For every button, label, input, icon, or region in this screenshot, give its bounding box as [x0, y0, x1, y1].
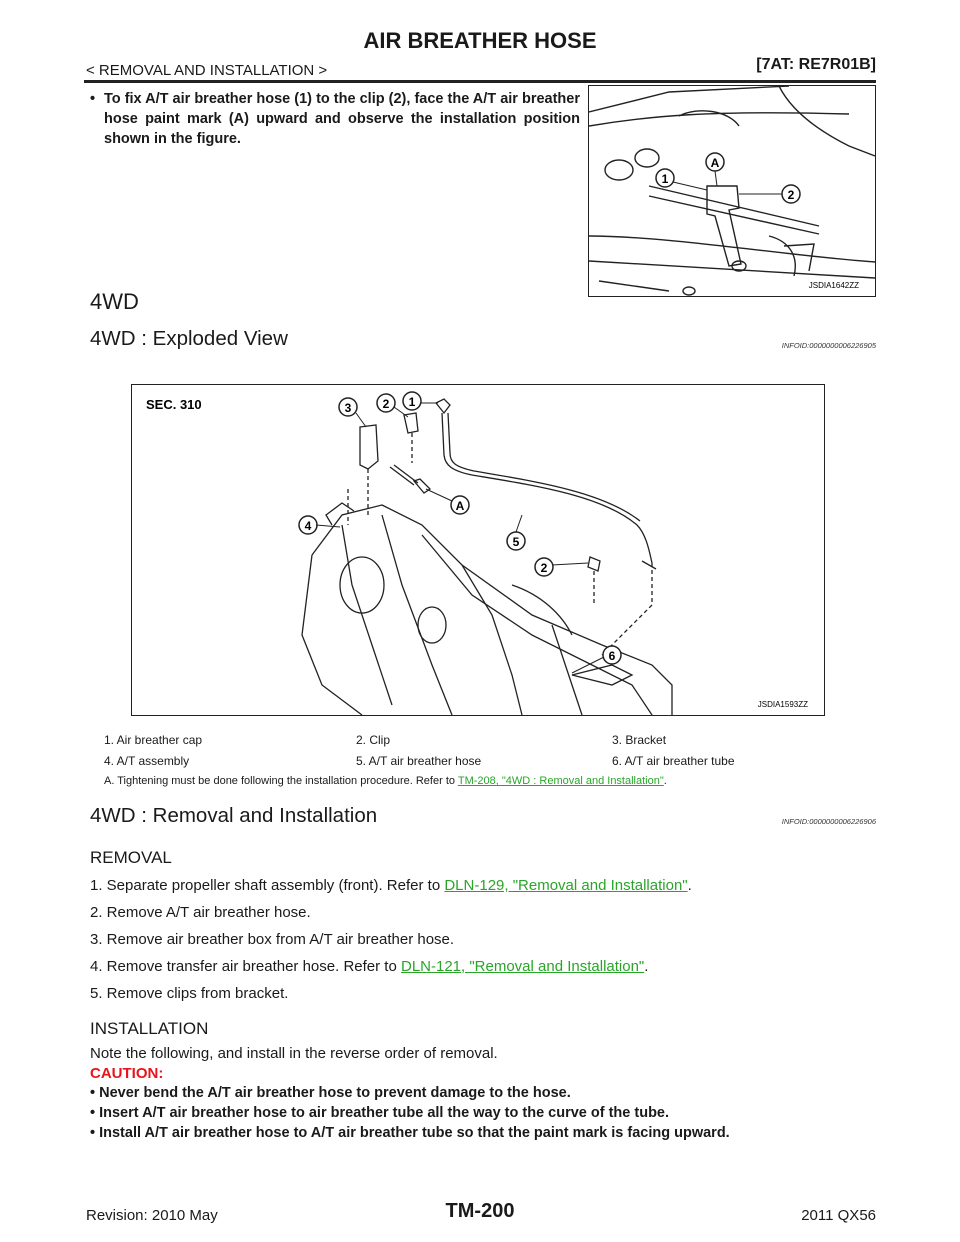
exploded-view-illustration: SEC. 310: [146, 391, 808, 716]
link-dln-129[interactable]: DLN-129, "Removal and Installation": [444, 877, 688, 894]
revision-text: Revision: 2010 May: [86, 1207, 218, 1224]
callout-1: 1: [409, 395, 416, 409]
caution-item: • Never bend the A/T air breather hose t…: [90, 1085, 571, 1101]
install-note-text: To fix A/T air breather hose (1) to the …: [104, 91, 580, 147]
removal-step: 3. Remove air breather box from A/T air …: [90, 931, 454, 948]
link-tm-208[interactable]: TM-208, "4WD : Removal and Installation": [457, 775, 664, 787]
callout-a: A: [456, 499, 465, 513]
figure-code: JSDIA1642ZZ: [809, 281, 859, 290]
legend-item: 2. Clip: [356, 733, 391, 747]
removal-installation-infoid: INFOID:0000000006226906: [781, 817, 876, 826]
sec-label: SEC. 310: [146, 397, 202, 412]
step-text: 5. Remove clips from bracket.: [90, 985, 289, 1002]
caution-label: CAUTION:: [90, 1065, 164, 1082]
callout-2: 2: [383, 397, 390, 411]
legend-item: 4. A/T assembly: [104, 754, 190, 768]
heading-4wd: 4WD: [90, 289, 139, 314]
hose-clip-illustration: A 1 2 JSDIA1642ZZ: [588, 85, 876, 296]
installation-heading: INSTALLATION: [90, 1019, 209, 1038]
step-text: 3. Remove air breather box from A/T air …: [90, 931, 455, 948]
callout-a: A: [711, 156, 720, 170]
callout-2b: 2: [541, 561, 548, 575]
callout-6: 6: [609, 649, 616, 663]
bullet: •: [90, 91, 96, 107]
removal-step: 4. Remove transfer air breather hose. Re…: [90, 958, 648, 975]
page-title: AIR BREATHER HOSE: [363, 28, 597, 53]
removal-heading: REMOVAL: [90, 848, 172, 867]
step-text: 2. Remove A/T air breather hose.: [90, 904, 311, 921]
legend-note-suffix: .: [663, 775, 667, 787]
figure-code: JSDIA1593ZZ: [758, 700, 808, 709]
removal-installation-heading: 4WD : Removal and Installation: [90, 804, 378, 827]
model-tag: [7AT: RE7R01B]: [756, 56, 876, 73]
callout-4: 4: [305, 519, 312, 533]
hose-clip-figure: A 1 2 JSDIA1642ZZ: [588, 85, 876, 297]
callout-1: 1: [662, 172, 669, 186]
legend-item: 1. Air breather cap: [104, 733, 203, 747]
removal-step: 1. Separate propeller shaft assembly (fr…: [90, 877, 692, 894]
legend-note-text: A. Tightening must be done following the…: [104, 775, 458, 787]
callout-5: 5: [513, 535, 520, 549]
callout-2: 2: [788, 188, 795, 202]
caution-item: • Insert A/T air breather hose to air br…: [90, 1105, 670, 1121]
legend-item: 3. Bracket: [612, 733, 667, 747]
installation-text: Note the following, and install in the r…: [90, 1045, 498, 1062]
page-number: TM-200: [445, 1200, 515, 1222]
removal-step: 5. Remove clips from bracket.: [90, 985, 288, 1002]
caution-item: • Install A/T air breather hose to A/T a…: [90, 1125, 730, 1141]
exploded-infoid: INFOID:0000000006226905: [781, 341, 876, 350]
step-suffix: .: [687, 877, 692, 894]
legend: 1. Air breather cap 2. Clip 3. Bracket 4…: [104, 733, 864, 793]
step-text: 4. Remove transfer air breather hose. Re…: [90, 958, 401, 975]
install-note: • To fix A/T air breather hose (1) to th…: [90, 89, 580, 149]
callout-3: 3: [345, 401, 352, 415]
step-text: 1. Separate propeller shaft assembly (fr…: [90, 877, 445, 894]
exploded-view-figure: SEC. 310: [131, 384, 825, 716]
legend-item: 5. A/T air breather hose: [356, 754, 482, 768]
model-year: 2011 QX56: [801, 1207, 876, 1224]
link-dln-121[interactable]: DLN-121, "Removal and Installation": [400, 958, 645, 975]
legend-note: A. Tightening must be done following the…: [104, 775, 667, 787]
section-breadcrumb: < REMOVAL AND INSTALLATION >: [86, 62, 328, 79]
step-suffix: .: [644, 958, 649, 975]
exploded-view-heading: 4WD : Exploded View: [90, 327, 288, 350]
removal-step: 2. Remove A/T air breather hose.: [90, 904, 311, 921]
header-rule: [84, 80, 876, 83]
legend-item: 6. A/T air breather tube: [612, 754, 735, 768]
